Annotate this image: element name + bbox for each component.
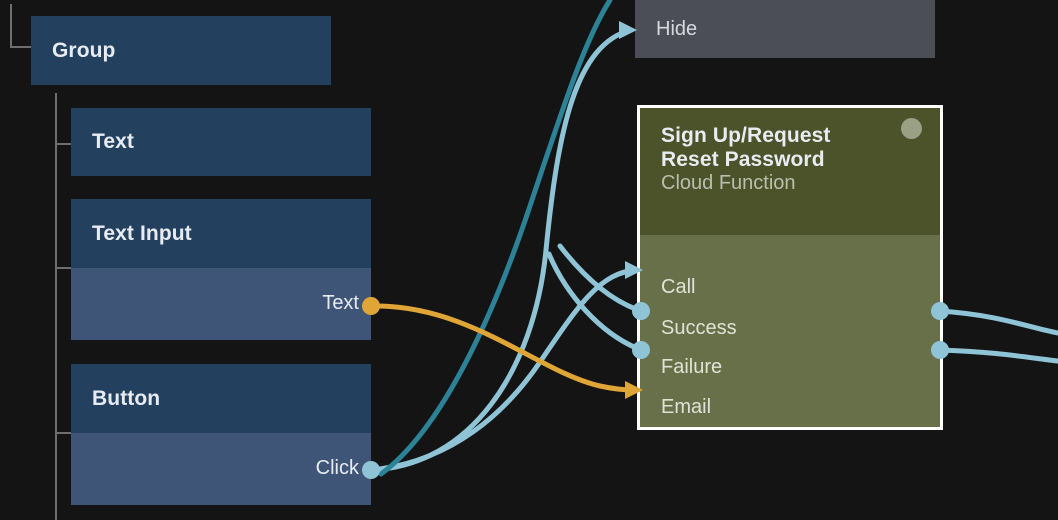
input-port-row-call[interactable]: Call <box>640 275 695 299</box>
node-text-title: Text <box>92 130 135 154</box>
node-cloud-function-header[interactable]: Sign Up/Request Reset Password Cloud Fun… <box>640 108 940 235</box>
wire-click-to-call[interactable] <box>368 267 640 473</box>
tree-tick-text <box>55 143 71 145</box>
tree-tick-button <box>55 432 71 434</box>
node-group-title: Group <box>52 38 116 62</box>
wire-success-in[interactable] <box>557 243 644 314</box>
wire-click-to-hide[interactable] <box>368 27 634 473</box>
input-port-label-email: Email <box>661 395 712 418</box>
input-port-label-success: Success <box>661 316 737 339</box>
node-cloud-function-title: Sign Up/Request Reset Password <box>661 124 831 171</box>
node-group[interactable]: Group <box>31 16 331 85</box>
wire-success-out[interactable] <box>937 308 1058 336</box>
node-group-header[interactable]: Group <box>31 16 331 85</box>
node-button[interactable]: Button Click <box>71 364 371 505</box>
status-indicator-dot <box>901 118 922 139</box>
tree-child-spine <box>55 93 57 520</box>
node-text-input-title: Text Input <box>92 221 192 245</box>
wire-failure-in[interactable] <box>546 251 644 353</box>
wire-text-to-email[interactable] <box>368 303 636 393</box>
node-button-body: Click <box>71 433 371 505</box>
node-cloud-function[interactable]: Sign Up/Request Reset Password Cloud Fun… <box>637 105 943 430</box>
wire-failure-out[interactable] <box>937 347 1058 364</box>
tree-root-elbow <box>10 46 31 48</box>
node-text[interactable]: Text <box>71 108 371 176</box>
output-port-label-text: Text <box>322 291 359 314</box>
node-text-header[interactable]: Text <box>71 108 371 176</box>
input-port-label-failure: Failure <box>661 355 723 378</box>
node-hide[interactable]: Hide <box>635 0 935 58</box>
tree-root-vertical <box>10 4 12 48</box>
output-port-label-click: Click <box>315 456 359 479</box>
node-button-header[interactable]: Button <box>71 364 371 433</box>
node-hide-port-row[interactable]: Hide <box>635 18 697 41</box>
output-port-row-click[interactable]: Click <box>316 456 371 480</box>
input-port-row-email[interactable]: Email <box>640 395 711 419</box>
node-text-input-body: Text <box>71 268 371 340</box>
input-port-row-failure[interactable]: Failure <box>640 355 722 379</box>
tree-tick-text-input <box>55 267 71 269</box>
node-cloud-function-body: Call Success Failure Email <box>640 235 940 427</box>
input-port-row-success[interactable]: Success <box>640 316 737 340</box>
output-port-row-text[interactable]: Text <box>322 291 371 315</box>
input-port-label-call: Call <box>661 275 696 298</box>
node-button-title: Button <box>92 386 161 410</box>
node-cloud-function-subtitle: Cloud Function <box>661 171 796 194</box>
node-text-input-header[interactable]: Text Input <box>71 199 371 268</box>
input-port-label-hide: Hide <box>656 18 698 40</box>
wire-offscreen-to-top[interactable] <box>378 0 613 477</box>
node-text-input[interactable]: Text Input Text <box>71 199 371 340</box>
